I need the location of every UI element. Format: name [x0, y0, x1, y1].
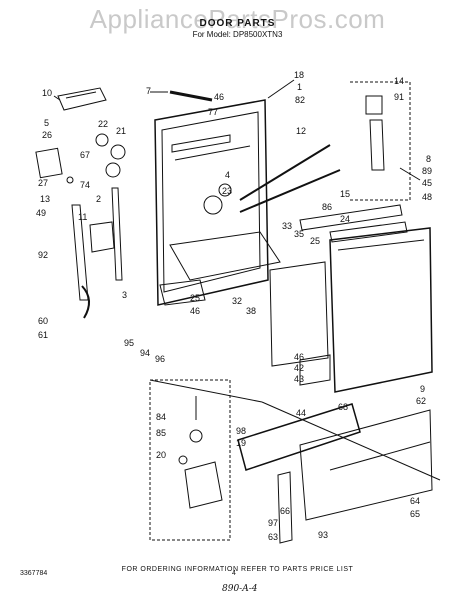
callout-84: 84 [156, 412, 167, 422]
callout-63: 63 [268, 532, 279, 542]
callout-92: 92 [38, 250, 49, 260]
watermark-text: AppliancePartsPros.com [89, 4, 386, 34]
callout-11: 11 [78, 212, 88, 222]
callout-85: 85 [156, 428, 167, 438]
callout-86: 86 [322, 202, 333, 212]
callout-24: 24 [340, 214, 351, 224]
callout-1: 1 [297, 82, 303, 92]
callout-91: 91 [394, 92, 405, 102]
part-number: 3367784 [20, 570, 48, 577]
callout-35: 35 [294, 229, 305, 239]
strip-part [169, 90, 213, 102]
callout-97: 97 [268, 518, 279, 528]
callout-82: 82 [295, 95, 306, 105]
callout-48: 48 [422, 192, 433, 202]
callout-26: 26 [42, 130, 53, 140]
callout-43: 43 [294, 374, 305, 384]
diagram-title: DOOR PARTS [199, 18, 276, 29]
callout-20: 20 [156, 450, 167, 460]
callout-12: 12 [296, 126, 307, 136]
callout-10: 10 [42, 88, 53, 98]
page-number: 4 [232, 570, 236, 577]
ordering-note: FOR ORDERING INFORMATION REFER TO PARTS … [121, 566, 354, 573]
callout-19: 19 [236, 438, 247, 448]
callout-98: 98 [236, 426, 247, 436]
callout-33: 33 [282, 221, 293, 231]
callout-38: 38 [246, 306, 257, 316]
callout-62: 62 [416, 396, 427, 406]
outer-door-panel [329, 227, 433, 393]
bracket-part [35, 147, 63, 179]
callout-94: 94 [140, 348, 151, 358]
callout-7: 7 [146, 86, 152, 96]
callout-68: 68 [338, 402, 349, 412]
callout-27: 27 [38, 178, 49, 188]
knob-part [203, 195, 223, 215]
callout-8: 8 [426, 154, 432, 164]
callout-9: 9 [420, 384, 426, 394]
callout-67: 67 [80, 150, 91, 160]
callout-32: 32 [232, 296, 243, 306]
callout-93: 93 [318, 530, 329, 540]
callout-21: 21 [116, 126, 127, 136]
callout-13: 13 [40, 194, 51, 204]
handle-part [57, 87, 107, 111]
model-number: For Model: DP8500XTN3 [192, 30, 283, 39]
door-liner [269, 261, 329, 367]
callout-2: 2 [96, 194, 102, 204]
toe-plate [299, 409, 433, 521]
callout-3: 3 [122, 290, 128, 300]
callout-44: 44 [296, 408, 307, 418]
watermark: AppliancePartsPros.com [0, 4, 475, 35]
callout-42: 42 [294, 363, 305, 373]
callout-25b: 25 [190, 293, 201, 303]
callout-64: 64 [410, 496, 421, 506]
callout-46c: 46 [294, 352, 305, 362]
callout-5: 5 [44, 118, 50, 128]
callout-45: 45 [422, 178, 433, 188]
callout-46b: 46 [190, 306, 201, 316]
callout-46: 46 [214, 92, 225, 102]
callout-18: 18 [294, 70, 305, 80]
plate-part [89, 221, 115, 253]
callout-96: 96 [155, 354, 166, 364]
callout-49: 49 [36, 208, 47, 218]
callout-14: 14 [394, 76, 405, 86]
callout-15: 15 [340, 189, 351, 199]
callout-60: 60 [38, 316, 49, 326]
callout-65: 65 [410, 509, 421, 519]
callout-4: 4 [225, 170, 231, 180]
inner-door-frame [154, 99, 269, 306]
callout-25a: 25 [310, 236, 321, 246]
callout-77: 77 [208, 107, 219, 117]
handwritten-note: 890-A-4 [222, 584, 258, 594]
callout-66: 66 [280, 506, 291, 516]
callout-74: 74 [80, 180, 91, 190]
spring-part [81, 285, 90, 319]
callout-23: 23 [222, 186, 233, 196]
callout-22: 22 [98, 119, 109, 129]
kick-panel [237, 403, 361, 471]
callout-61: 61 [38, 330, 49, 340]
callout-95: 95 [124, 338, 135, 348]
valve-part [184, 461, 223, 509]
callout-89: 89 [422, 166, 433, 176]
